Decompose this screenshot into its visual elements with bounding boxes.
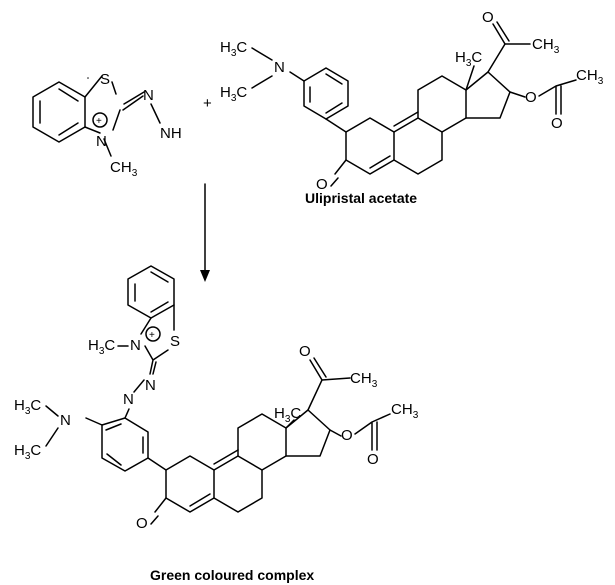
acetate-o-complex: O <box>367 451 379 468</box>
nme2-top-h3c-1: H3C <box>220 39 247 59</box>
charge-plus: + <box>96 116 102 127</box>
ketone-o-top: O <box>316 176 328 193</box>
atom-sulfur: S <box>100 71 110 88</box>
methyl-complex: H3C <box>88 337 115 357</box>
nme2-top-h3c-2: H3C <box>220 84 247 104</box>
atom-nitrogen-azo: N <box>143 87 154 104</box>
ester-o-top: O <box>525 89 537 106</box>
azo-n2: N <box>123 391 134 408</box>
ulipristal-acetate-structure: H3C N H3C O H3C O CH3 O CH3 O <box>220 9 604 193</box>
acetyl-ch3-complex: CH3 <box>350 370 378 390</box>
atom-nh: NH <box>160 125 182 142</box>
nme2-complex-h3c-1: H3C <box>14 397 41 417</box>
positive-charge-icon-complex <box>145 326 161 342</box>
ketone-o-complex: O <box>136 515 148 532</box>
acetate-o-top: O <box>551 115 563 132</box>
methyl-c18-top: H3C <box>455 49 482 69</box>
reagent-benzothiazolium-hydrazone: S N + N NH CH3 <box>32 71 182 179</box>
acetyl-o-top: O <box>482 9 494 26</box>
acetate-ch3-top: CH3 <box>576 67 604 87</box>
green-complex-structure: S N + H3C N N N H3C H3C O H3C <box>14 265 419 532</box>
atom-sulfur-complex: S <box>170 333 180 350</box>
plus-sign: + <box>203 95 212 112</box>
methyl-c18-complex: H3C <box>274 405 301 425</box>
ester-o-complex: O <box>341 427 353 444</box>
caption-green-coloured-complex: Green coloured complex <box>150 567 314 583</box>
acetyl-ch3-top: CH3 <box>532 36 560 56</box>
reaction-arrow-icon <box>200 183 210 282</box>
nme2-complex-h3c-2: H3C <box>14 442 41 462</box>
atom-n-complex: N <box>130 337 141 354</box>
azo-n1: N <box>145 377 156 394</box>
nme2-top-n: N <box>274 59 285 76</box>
acetyl-o-complex: O <box>299 343 311 360</box>
caption-ulipristal-acetate: Ulipristal acetate <box>305 190 417 206</box>
positive-charge-icon <box>92 112 108 128</box>
atom-nitrogen-ring: N <box>96 133 107 150</box>
nme2-complex-n: N <box>60 412 71 429</box>
charge-plus-complex: + <box>149 330 155 341</box>
acetate-ch3-complex: CH3 <box>391 401 419 421</box>
methyl-ch3: CH3 <box>110 159 138 179</box>
